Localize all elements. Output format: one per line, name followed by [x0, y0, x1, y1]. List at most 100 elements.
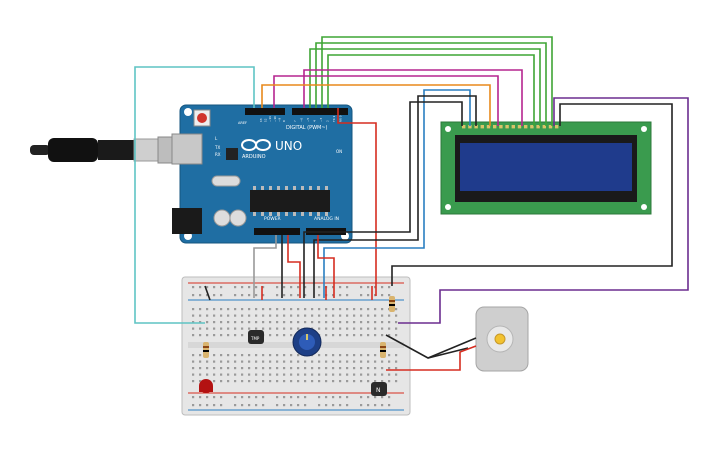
breadboard-hole[interactable]: [339, 380, 342, 383]
breadboard-hole[interactable]: [353, 367, 356, 370]
breadboard-hole[interactable]: [353, 373, 356, 376]
breadboard-hole[interactable]: [283, 334, 286, 337]
breadboard-hole[interactable]: [227, 354, 230, 357]
breadboard-hole[interactable]: [269, 380, 272, 383]
breadboard-hole[interactable]: [388, 334, 391, 337]
breadboard-hole[interactable]: [353, 327, 356, 330]
breadboard-hole[interactable]: [297, 360, 300, 363]
breadboard-hole[interactable]: [269, 308, 272, 311]
breadboard-hole[interactable]: [248, 321, 251, 324]
breadboard-hole[interactable]: [227, 360, 230, 363]
breadboard-hole[interactable]: [318, 294, 321, 297]
breadboard-hole[interactable]: [248, 286, 251, 289]
breadboard-hole[interactable]: [353, 321, 356, 324]
breadboard-hole[interactable]: [234, 314, 237, 317]
breadboard-hole[interactable]: [381, 308, 384, 311]
breadboard-hole[interactable]: [374, 334, 377, 337]
breadboard-hole[interactable]: [395, 327, 398, 330]
breadboard-hole[interactable]: [276, 308, 279, 311]
breadboard-hole[interactable]: [248, 404, 251, 407]
breadboard-hole[interactable]: [360, 396, 363, 399]
breadboard-hole[interactable]: [199, 308, 202, 311]
breadboard-hole[interactable]: [388, 380, 391, 383]
breadboard-hole[interactable]: [206, 321, 209, 324]
breadboard-hole[interactable]: [262, 404, 265, 407]
breadboard-hole[interactable]: [346, 373, 349, 376]
breadboard-hole[interactable]: [213, 404, 216, 407]
breadboard-hole[interactable]: [332, 286, 335, 289]
breadboard-hole[interactable]: [290, 367, 293, 370]
breadboard-hole[interactable]: [304, 360, 307, 363]
breadboard-hole[interactable]: [381, 396, 384, 399]
breadboard-hole[interactable]: [290, 360, 293, 363]
breadboard-hole[interactable]: [353, 308, 356, 311]
breadboard-hole[interactable]: [325, 380, 328, 383]
lcd-pin[interactable]: [542, 125, 546, 129]
breadboard-hole[interactable]: [346, 334, 349, 337]
breadboard-hole[interactable]: [318, 327, 321, 330]
lcd-pin[interactable]: [462, 125, 466, 129]
breadboard-hole[interactable]: [367, 294, 370, 297]
breadboard-hole[interactable]: [248, 327, 251, 330]
breadboard-hole[interactable]: [283, 354, 286, 357]
lcd-pin[interactable]: [480, 125, 484, 129]
breadboard-hole[interactable]: [213, 396, 216, 399]
breadboard-hole[interactable]: [255, 327, 258, 330]
breadboard-hole[interactable]: [297, 380, 300, 383]
breadboard-hole[interactable]: [325, 360, 328, 363]
breadboard-hole[interactable]: [339, 373, 342, 376]
lcd-pin[interactable]: [499, 125, 503, 129]
breadboard-hole[interactable]: [234, 380, 237, 383]
breadboard-hole[interactable]: [297, 286, 300, 289]
breadboard-hole[interactable]: [276, 334, 279, 337]
breadboard-hole[interactable]: [360, 380, 363, 383]
lcd-display[interactable]: [440, 121, 652, 215]
breadboard-hole[interactable]: [269, 327, 272, 330]
breadboard-hole[interactable]: [381, 334, 384, 337]
breadboard-hole[interactable]: [339, 334, 342, 337]
breadboard-hole[interactable]: [213, 327, 216, 330]
breadboard-hole[interactable]: [255, 354, 258, 357]
breadboard-hole[interactable]: [360, 404, 363, 407]
breadboard-hole[interactable]: [241, 308, 244, 311]
led-red[interactable]: [199, 379, 213, 393]
breadboard-hole[interactable]: [360, 321, 363, 324]
breadboard-hole[interactable]: [227, 321, 230, 324]
breadboard-hole[interactable]: [192, 367, 195, 370]
breadboard-hole[interactable]: [213, 373, 216, 376]
breadboard-hole[interactable]: [325, 327, 328, 330]
breadboard-hole[interactable]: [227, 367, 230, 370]
breadboard-hole[interactable]: [283, 367, 286, 370]
breadboard-hole[interactable]: [318, 360, 321, 363]
digital-header-right[interactable]: [292, 108, 348, 115]
breadboard-hole[interactable]: [395, 380, 398, 383]
breadboard-hole[interactable]: [339, 286, 342, 289]
breadboard-hole[interactable]: [374, 367, 377, 370]
breadboard-hole[interactable]: [367, 314, 370, 317]
breadboard-hole[interactable]: [199, 321, 202, 324]
breadboard-hole[interactable]: [353, 360, 356, 363]
breadboard-hole[interactable]: [206, 294, 209, 297]
breadboard-hole[interactable]: [325, 308, 328, 311]
lcd-pin[interactable]: [555, 125, 559, 129]
breadboard-hole[interactable]: [283, 294, 286, 297]
breadboard-hole[interactable]: [297, 327, 300, 330]
breadboard-hole[interactable]: [290, 308, 293, 311]
resistor-1[interactable]: [203, 342, 209, 358]
breadboard-hole[interactable]: [388, 373, 391, 376]
breadboard-hole[interactable]: [199, 360, 202, 363]
lcd-pin[interactable]: [474, 125, 478, 129]
lcd-pin[interactable]: [548, 125, 553, 129]
breadboard-hole[interactable]: [227, 308, 230, 311]
breadboard-hole[interactable]: [332, 360, 335, 363]
breadboard-hole[interactable]: [269, 354, 272, 357]
breadboard-hole[interactable]: [262, 294, 265, 297]
breadboard-hole[interactable]: [248, 360, 251, 363]
breadboard-hole[interactable]: [339, 327, 342, 330]
breadboard-hole[interactable]: [234, 354, 237, 357]
breadboard-hole[interactable]: [395, 354, 398, 357]
breadboard-hole[interactable]: [346, 294, 349, 297]
breadboard-hole[interactable]: [283, 373, 286, 376]
breadboard-hole[interactable]: [248, 294, 251, 297]
breadboard-hole[interactable]: [206, 308, 209, 311]
